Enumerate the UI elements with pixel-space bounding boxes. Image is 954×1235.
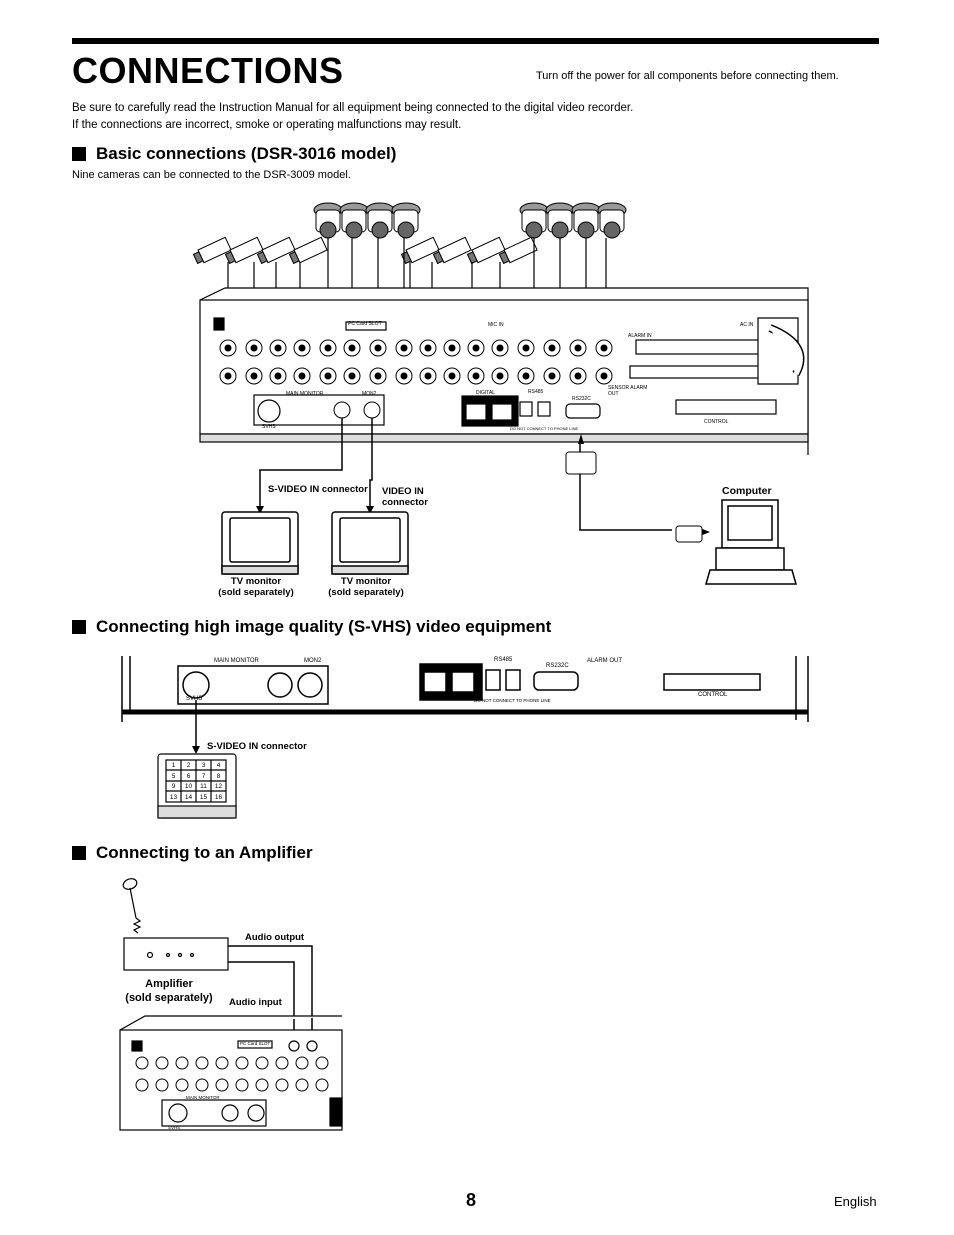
multiscreen-cell: 9 (171, 783, 176, 790)
computer-label: Computer (722, 485, 772, 497)
tv-monitor-2-text: TV monitor (340, 576, 392, 587)
intro-line-2: If the connections are incorrect, smoke … (72, 119, 462, 131)
svhs-connector-label: SVHS (186, 696, 203, 702)
dsr3009-note: Nine cameras can be connected to the DSR… (72, 169, 351, 181)
svhs-svideo-in-label: S-VIDEO IN connector (207, 741, 307, 752)
tv-monitors (221, 511, 409, 575)
svhs-mon2-label: MON2 (304, 658, 322, 664)
multiscreen-cell: 15 (199, 793, 208, 801)
rs485-label: RS485 (528, 389, 544, 395)
svhs-main-monitor-label: MAIN MONITOR (214, 658, 259, 664)
svhs-label: SVHS (262, 424, 276, 430)
svhs-control-label: CONTROL (698, 692, 728, 698)
page-number: 8 (466, 1190, 477, 1210)
heading-svhs: Connecting high image quality (S-VHS) vi… (72, 617, 551, 637)
pc-card-slot-label: PC Card SLOT (348, 321, 382, 327)
svhs-rs232c-label: RS232C (546, 663, 569, 669)
multiscreen-cell: 11 (200, 783, 207, 790)
multiscreen-cell: 5 (171, 772, 176, 780)
tv-monitor-1-text: TV monitor (230, 576, 282, 587)
video-in-label: VIDEO IN connector (382, 486, 428, 508)
dome-cameras (313, 202, 627, 239)
mic-in-label: MIC IN (488, 322, 504, 328)
multiscreen-cell: 10 (184, 783, 193, 790)
digital-label: DIGITAL (476, 390, 496, 396)
do-not-connect-label: DO NOT CONNECT TO PHONE LINE (510, 426, 579, 431)
svhs-rs485-label: RS485 (494, 657, 513, 663)
svhs-digital-label: DIGITAL (436, 657, 459, 663)
rs232c-label: RS232C (572, 396, 591, 402)
amp-pc-card-slot-label: PC Card SLOT (240, 1041, 271, 1046)
multiscreen-cell: 16 (214, 793, 223, 801)
audio-input-label: Audio input (229, 997, 282, 1008)
heading-amplifier-text: Connecting to an Amplifier (96, 843, 313, 862)
tv-monitor-1-label: TV monitor(sold separately) (206, 576, 306, 598)
heading-basic: Basic connections (DSR-3016 model) (72, 144, 396, 164)
svhs-do-not-connect-label: DO NOT CONNECT TO PHONE LINE (474, 698, 551, 703)
recorder-rear-panel (199, 287, 809, 455)
page-title: CONNECTIONS (72, 50, 344, 91)
heading-bullet-icon (72, 620, 86, 634)
amp-main-monitor-label: MAIN MONITOR (186, 1095, 220, 1100)
tv-monitor-2-sold: (sold separately) (328, 587, 404, 598)
amp-svhs-label: SVHS (168, 1125, 181, 1130)
amplifier-text: Amplifier (145, 978, 193, 990)
tv-monitor-2-label: TV monitor(sold separately) (316, 576, 416, 598)
intro-line-1: Be sure to carefully read the Instructio… (72, 102, 634, 114)
intro-text: Be sure to carefully read the Instructio… (72, 100, 832, 134)
multiscreen-cell: 4 (216, 762, 221, 769)
heading-svhs-text: Connecting high image quality (S-VHS) vi… (96, 617, 552, 636)
title-rule (72, 38, 879, 44)
heading-bullet-icon (72, 846, 86, 860)
multiscreen-cell: 6 (186, 772, 191, 780)
multiscreen-cell: 8 (216, 772, 221, 780)
amplifier-label: Amplifier (sold separately) (116, 977, 222, 1005)
tv-monitor-1-sold: (sold separately) (218, 587, 294, 598)
multiscreen-cell: 2 (186, 762, 191, 769)
heading-basic-text: Basic connections (DSR-3016 model) (96, 144, 397, 163)
multiscreen-cell: 14 (184, 793, 193, 801)
computer-illustration (705, 499, 797, 585)
multiscreen-cell: 3 (201, 762, 206, 769)
heading-bullet-icon (72, 147, 86, 161)
multiscreen-cell: 7 (201, 772, 206, 780)
sensor-alarm-out-label: SENSOR ALARM OUT (608, 385, 648, 397)
heading-amplifier: Connecting to an Amplifier (72, 843, 313, 863)
svhs-alarm-out-label: ALARM OUT (587, 658, 623, 664)
multiscreen-cell: 13 (169, 793, 178, 801)
svideo-in-label: S-VIDEO IN connector (268, 484, 368, 495)
main-monitor-label: MAIN MONITOR (286, 391, 324, 397)
power-warning: Turn off the power for all components be… (536, 70, 839, 82)
language-label: English (834, 1194, 877, 1209)
box-cameras (192, 236, 538, 265)
amplifier-sold: (sold separately) (125, 992, 213, 1004)
multiscreen-cell: 1 (171, 762, 176, 769)
multiscreen-cell: 12 (214, 783, 223, 790)
control-label: CONTROL (704, 419, 729, 425)
mon2-label: MON2 (362, 391, 377, 397)
ac-in-label: AC IN (740, 322, 754, 328)
alarm-in-label: ALARM IN (628, 333, 652, 339)
audio-output-label: Audio output (245, 932, 305, 943)
